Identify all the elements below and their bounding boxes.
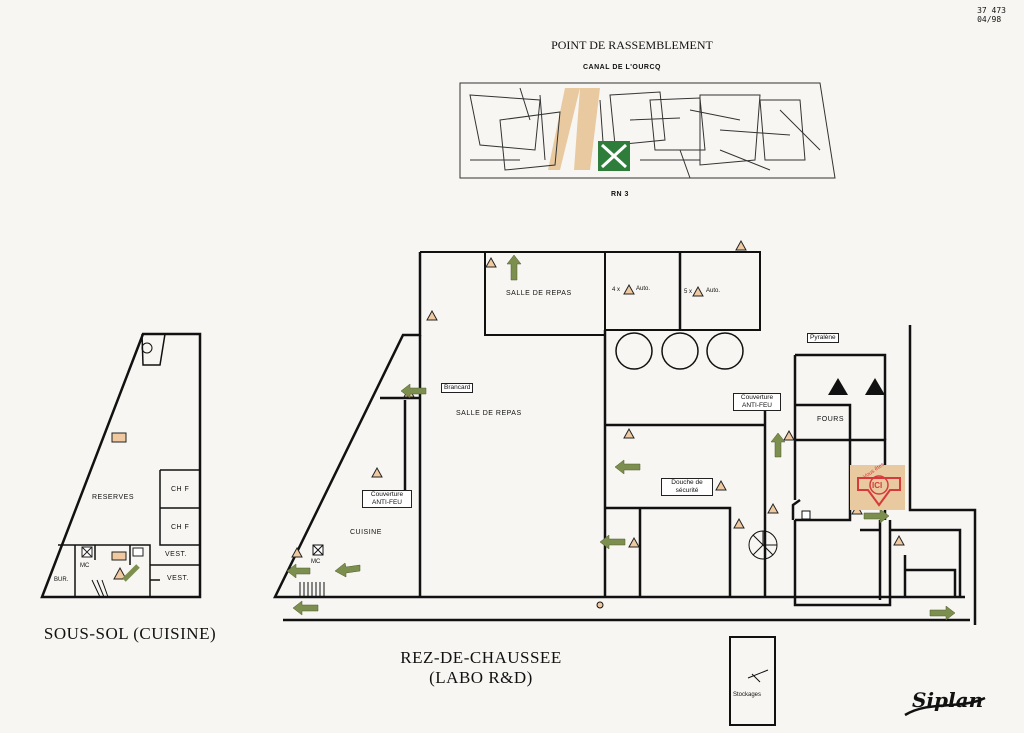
salle-repas-mid-label: SALLE DE REPAS — [456, 410, 522, 417]
auto5-count: 5 x — [684, 289, 693, 295]
assembly-point-icon — [598, 141, 630, 171]
couverture-antifeu-1: Couverture ANTI-FEU — [362, 490, 412, 508]
salle-repas-top-label: SALLE DE REPAS — [506, 290, 572, 297]
escape-arrows — [286, 254, 956, 621]
signature: Siplan — [912, 688, 984, 712]
ground-floor-plan — [272, 251, 977, 726]
chf-label-1: CH F — [171, 486, 190, 493]
basement-icons — [81, 342, 153, 598]
auto4-word: Auto. — [636, 286, 651, 292]
chf-label-2: CH F — [171, 524, 190, 531]
signature-underline — [904, 696, 986, 717]
document-reference: 37 473 04/98 — [977, 6, 1006, 24]
ground-floor-title-line1: REZ-DE-CHAUSSEE — [400, 648, 562, 667]
mc-label: MC — [80, 563, 90, 569]
ici-label: ICI — [872, 481, 883, 490]
bur-label: BUR. — [54, 577, 69, 583]
basement-title: SOUS-SOL (CUISINE) — [43, 624, 217, 643]
pyralene-label: Pyralène — [807, 333, 839, 343]
canal-label: CANAL DE L'OURCQ — [583, 64, 661, 71]
vest-label-2: VEST. — [167, 575, 189, 582]
fours-label: FOURS — [817, 416, 844, 423]
extinguisher-markers — [291, 239, 905, 558]
cuisine-label: CUISINE — [350, 529, 382, 536]
auto4-count: 4 x — [612, 287, 621, 293]
douche-securite-label: Douche de sécurité — [661, 478, 713, 496]
stair-entry — [299, 582, 325, 597]
vest-label-1: VEST. — [165, 551, 187, 558]
couverture-antifeu-2: Couverture ANTI-FEU — [733, 393, 781, 411]
pyralene-hazards — [828, 378, 885, 395]
spiral-stair — [748, 530, 778, 560]
assembly-point-title: POINT DE RASSEMBLEMENT — [551, 38, 713, 52]
you-are-here-marker — [850, 465, 905, 510]
ground-floor-title-line2: (LABO R&D) — [429, 668, 533, 687]
tanks — [615, 332, 744, 370]
basement-plan — [40, 332, 202, 599]
stockages-label: Stockages — [733, 692, 762, 698]
site-map — [459, 82, 836, 179]
reserves-label: RESERVES — [92, 494, 134, 501]
misc-icons — [312, 510, 811, 683]
road-label: RN 3 — [611, 191, 629, 198]
brancard-label: Brancard — [441, 383, 474, 393]
mc-ground-label: MC — [311, 559, 321, 565]
auto5-word: Auto. — [706, 288, 721, 294]
